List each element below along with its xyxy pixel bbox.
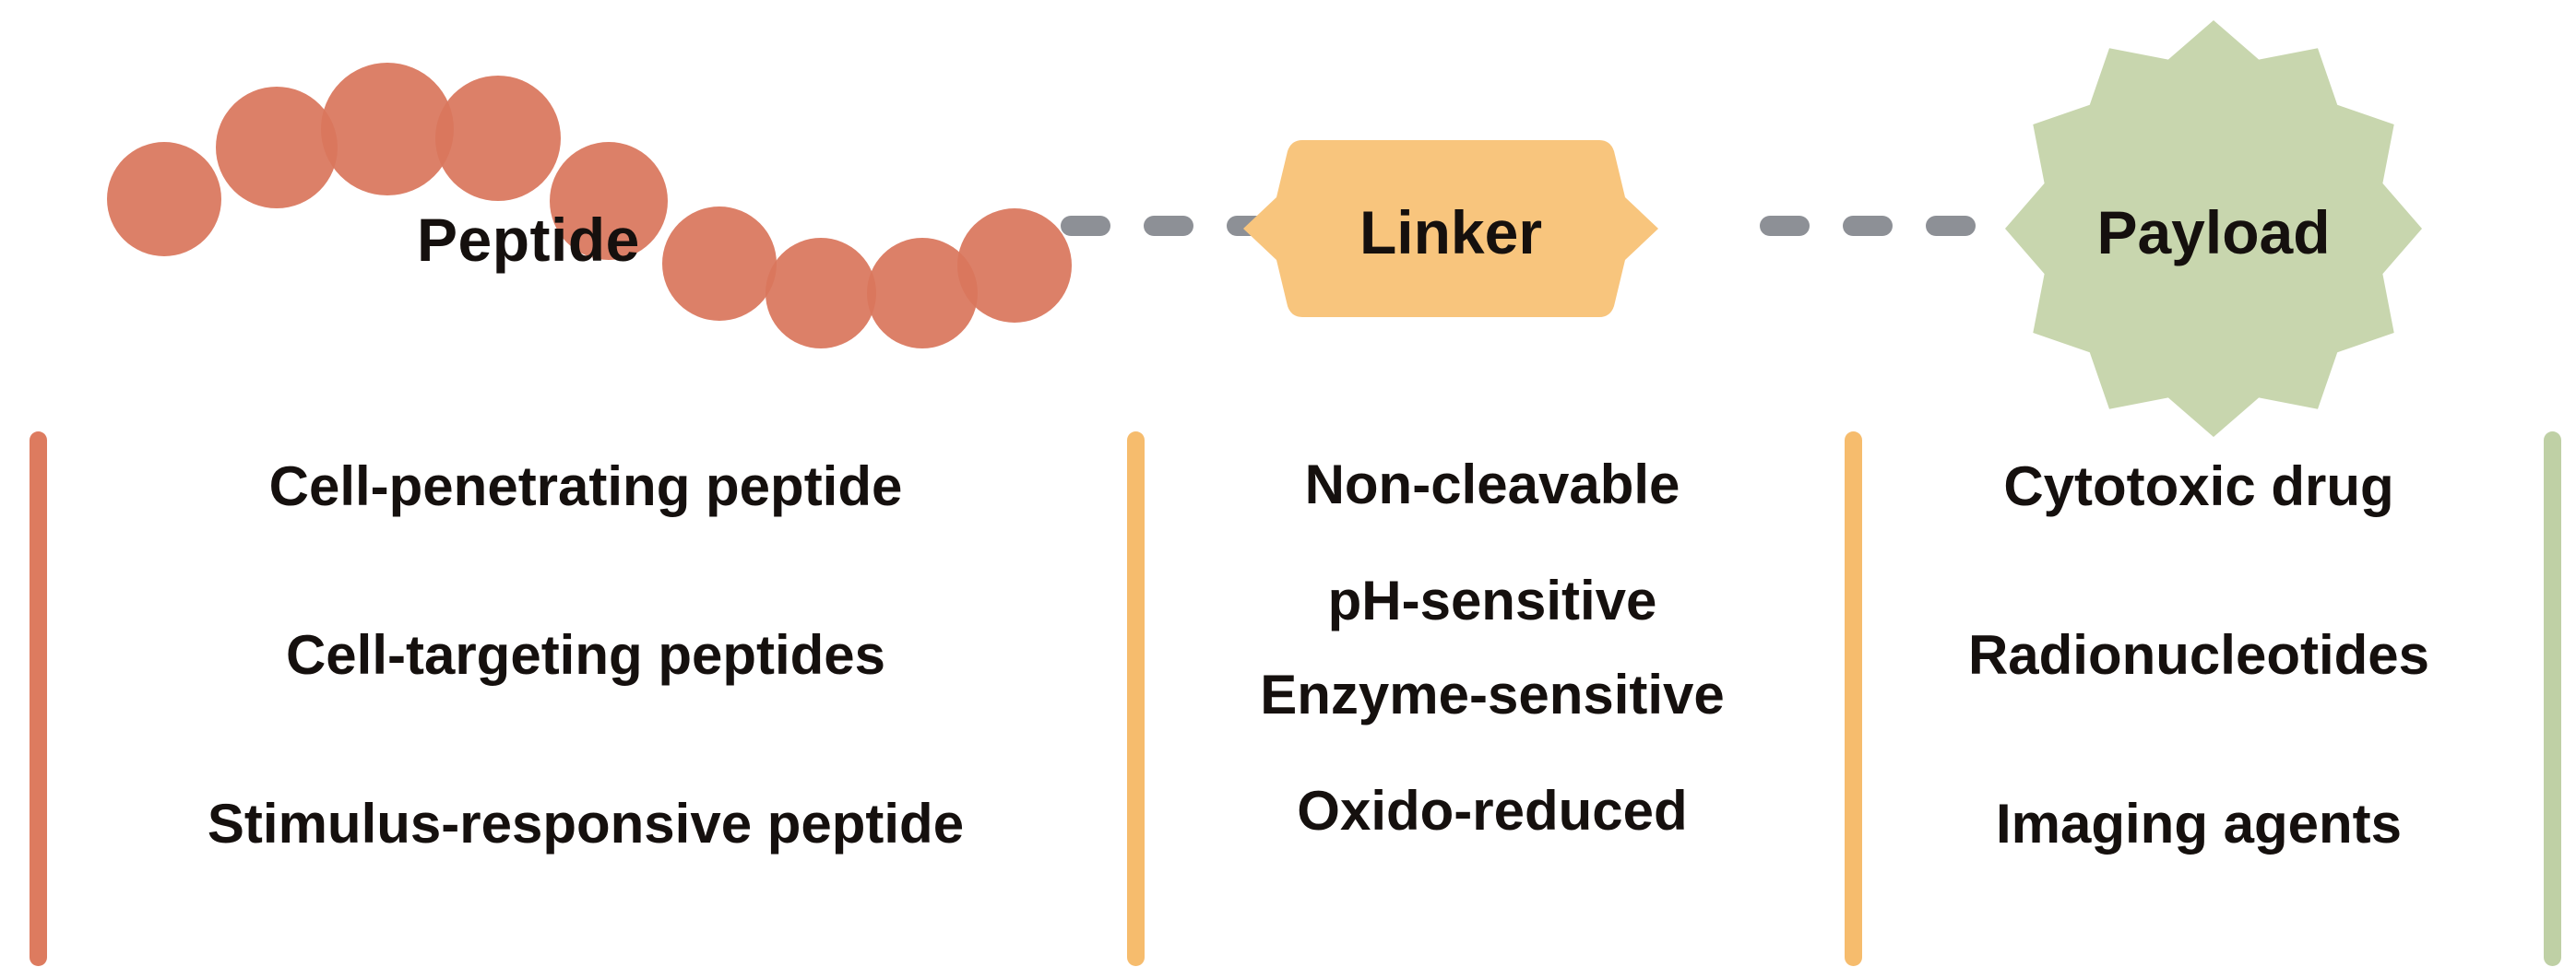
list-item: Non-cleavable [1304,454,1680,515]
list-item: Cell-targeting peptides [285,624,886,686]
list-item: Oxido-reduced [1297,780,1688,842]
dashed-connector-right [1760,216,1976,236]
divider-rule-linker-right [1845,431,1862,966]
category-lists: Cell-penetrating peptide Cell-targeting … [0,431,2576,979]
peptide-bead [957,208,1072,323]
divider-rule-payload [2544,431,2561,966]
peptide-bead [321,63,454,195]
dash-segment [1061,216,1110,236]
list-item: Radionucleotides [1967,624,2430,686]
list-item: Stimulus-responsive peptide [207,793,965,855]
peptide-bead [216,87,338,208]
linker-label: Linker [1359,198,1543,266]
list-item: Cytotoxic drug [2003,455,2394,517]
peptide-bead [766,238,876,348]
list-item: Cell-penetrating peptide [268,455,903,517]
payload-label: Payload [2096,198,2331,266]
peptide-category-column: Cell-penetrating peptide Cell-targeting … [55,431,1116,852]
peptide-bead [550,142,668,260]
list-item: pH-sensitive [1327,570,1657,631]
dash-segment [1760,216,1810,236]
conjugate-diagram: Peptide Linker Payload [0,0,2576,437]
list-item: Enzyme-sensitive [1260,664,1725,725]
payload-shape [2005,20,2422,437]
peptide-label: Peptide [417,206,640,274]
dash-segment [1926,216,1976,236]
payload-category-column: Cytotoxic drug Radionucleotides Imaging … [1865,431,2533,852]
linker-category-column: Non-cleavable pH-sensitive Enzyme-sensit… [1151,431,1834,839]
peptide-bead [107,142,221,256]
linker-shape [1243,140,1658,317]
peptide-bead [435,76,561,201]
peptide-bead [662,206,777,321]
dash-segment [1843,216,1893,236]
divider-rule-linker-left [1127,431,1145,966]
list-item: Imaging agents [1995,793,2403,855]
dash-segment [1144,216,1193,236]
divider-rule-peptide [30,431,47,966]
